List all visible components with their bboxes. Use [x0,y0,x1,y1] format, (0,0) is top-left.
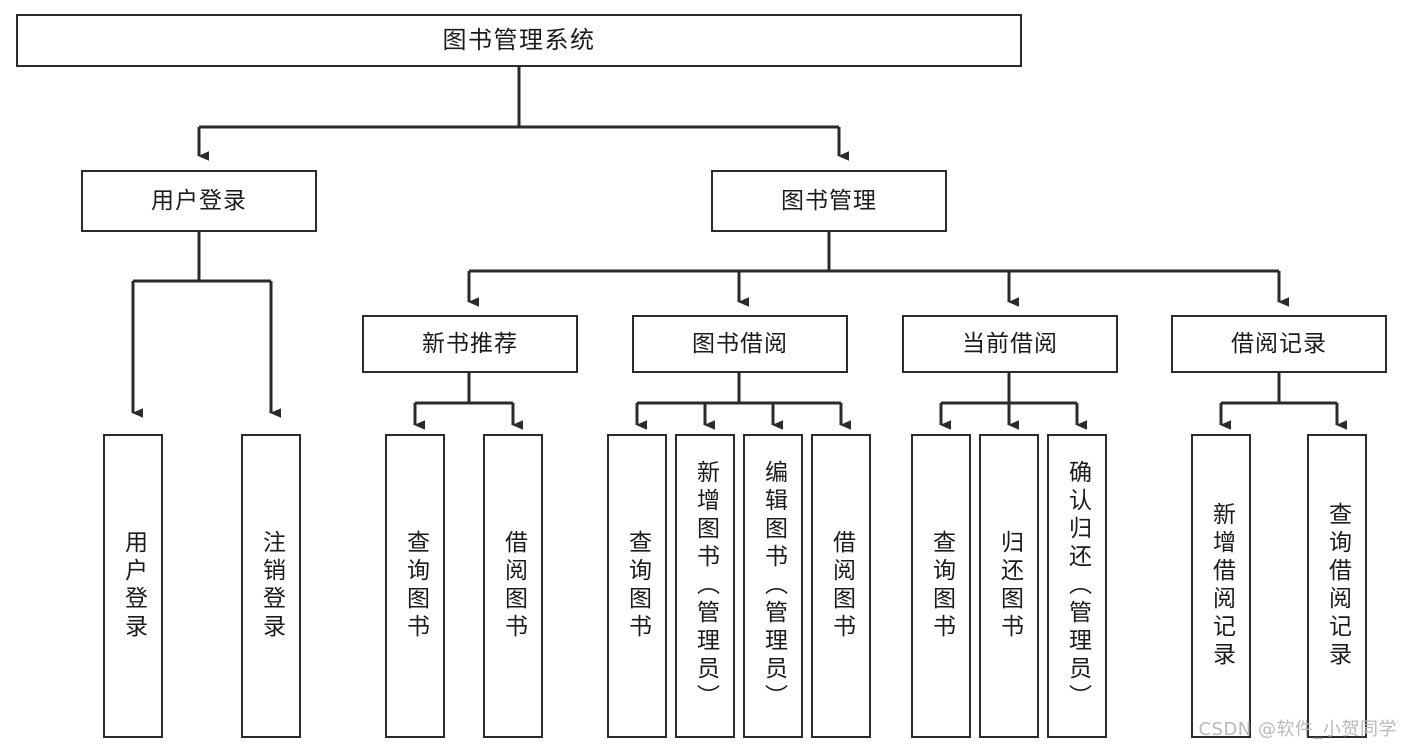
node-leaf-return-book[interactable]: 归还图书 [979,434,1039,738]
node-leaf-user-login[interactable]: 用户登录 [103,434,163,738]
node-book-borrow[interactable]: 图书借阅 [632,315,848,373]
node-label: 新增图书（管理员） [692,460,719,712]
node-leaf-borrow-book-2[interactable]: 借阅图书 [811,434,871,738]
node-label: 新增借阅记录 [1208,502,1235,670]
node-label: 注销登录 [258,530,285,642]
watermark-csdn: CSDN @软件_小贺同学 [1198,719,1397,740]
node-leaf-add-record[interactable]: 新增借阅记录 [1191,434,1251,738]
node-leaf-query-record[interactable]: 查询借阅记录 [1307,434,1367,738]
node-new-book-recommend[interactable]: 新书推荐 [362,315,578,373]
node-book-management[interactable]: 图书管理 [711,170,947,232]
node-label: 归还图书 [996,530,1023,642]
node-root-system[interactable]: 图书管理系统 [16,14,1022,67]
node-current-borrow[interactable]: 当前借阅 [902,315,1118,373]
node-label: 编辑图书（管理员） [760,460,787,712]
node-label: 当前借阅 [962,330,1058,357]
node-leaf-edit-book[interactable]: 编辑图书（管理员） [743,434,803,738]
node-leaf-query-book-2[interactable]: 查询图书 [607,434,667,738]
node-user-login[interactable]: 用户登录 [81,170,317,232]
node-label: 图书管理 [781,187,877,214]
node-label: 用户登录 [120,530,147,642]
node-leaf-borrow-book-1[interactable]: 借阅图书 [483,434,543,738]
node-leaf-confirm-return[interactable]: 确认归还（管理员） [1047,434,1107,738]
node-label: 查询图书 [928,530,955,642]
node-label: 借阅图书 [828,530,855,642]
node-label: 图书借阅 [692,330,788,357]
node-label: 图书管理系统 [442,25,596,54]
node-label: 借阅记录 [1231,330,1327,357]
node-leaf-query-book-1[interactable]: 查询图书 [385,434,445,738]
node-label: 借阅图书 [500,530,527,642]
node-borrow-record[interactable]: 借阅记录 [1171,315,1387,373]
node-label: 确认归还（管理员） [1064,460,1091,712]
node-label: 查询图书 [402,530,429,642]
node-label: 查询借阅记录 [1324,502,1351,670]
node-leaf-query-book-3[interactable]: 查询图书 [911,434,971,738]
node-leaf-add-book[interactable]: 新增图书（管理员） [675,434,735,738]
node-leaf-logout[interactable]: 注销登录 [241,434,301,738]
node-label: 用户登录 [151,187,247,214]
node-label: 新书推荐 [422,330,518,357]
node-label: 查询图书 [624,530,651,642]
